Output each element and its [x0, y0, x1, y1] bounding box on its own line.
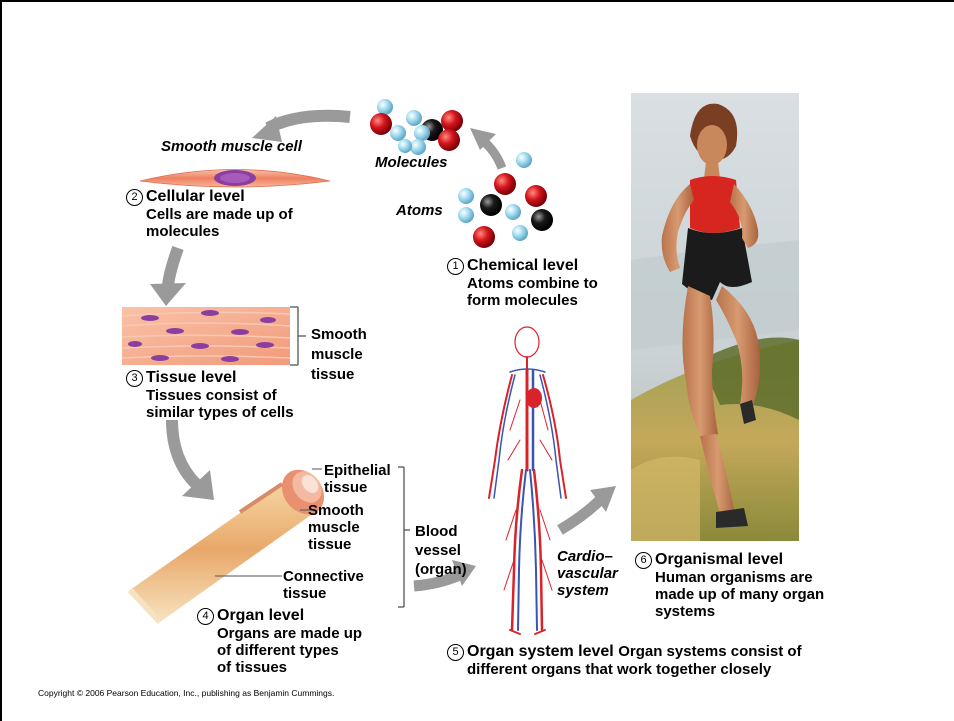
smooth-muscle-cell-label: Smooth muscle cell — [161, 138, 302, 155]
organ-smooth-muscle-tissue-label: Smooth muscle tissue — [308, 502, 364, 553]
level-number-badge: 4 — [197, 608, 214, 625]
level-number-badge: 6 — [635, 552, 652, 569]
level-description-inline: Organ systems consist of — [618, 643, 801, 661]
level-title: Cellular level — [146, 188, 245, 206]
connective-tissue-label: Connective tissue — [283, 568, 364, 602]
smooth-muscle-tissue-illustration — [122, 307, 290, 365]
arrow-cell-to-tissue — [150, 248, 186, 306]
level-number-badge: 3 — [126, 370, 143, 387]
level-title: Tissue level — [146, 369, 236, 387]
level-number-badge: 2 — [126, 189, 143, 206]
organ-level-caption: 4Organ level Organs are made up of diffe… — [197, 607, 362, 676]
level-number-badge: 1 — [447, 258, 464, 275]
smooth-muscle-tissue-label: Smooth muscle tissue — [311, 325, 367, 385]
arrow-tissue-to-organ — [172, 420, 214, 500]
runner-photo — [631, 93, 799, 541]
level-title: Organ system level — [467, 643, 614, 661]
level-title: Organismal level — [655, 551, 783, 569]
level-title: Organ level — [217, 607, 304, 625]
cellular-level-caption: 2Cellular level Cells are made up of mol… — [126, 188, 293, 240]
arrow-atoms-to-molecules — [470, 128, 502, 168]
level-number-badge: 5 — [447, 644, 464, 661]
blood-vessel-label: Blood vessel (organ) — [415, 522, 467, 579]
chemical-level-caption: 1Chemical level Atoms combine to form mo… — [447, 257, 598, 309]
tissue-level-caption: 3Tissue level Tissues consist of similar… — [126, 369, 294, 421]
level-title: Chemical level — [467, 257, 578, 275]
atoms-label: Atoms — [396, 202, 443, 219]
organ-system-level-caption: 5Organ system level Organ systems consis… — [447, 643, 802, 678]
epithelial-tissue-label: Epithelial tissue — [324, 462, 391, 496]
organismal-level-caption: 6Organismal level Human organisms are ma… — [635, 551, 824, 620]
arrow-system-to-organism — [560, 486, 616, 530]
copyright-notice: Copyright © 2006 Pearson Education, Inc.… — [38, 688, 334, 698]
cardiovascular-system-label: Cardio– vascular system — [557, 548, 618, 599]
molecules-illustration — [370, 99, 463, 155]
cardiovascular-system-illustration — [489, 327, 566, 634]
smooth-muscle-cell-illustration — [140, 170, 330, 188]
molecules-label: Molecules — [375, 154, 448, 171]
